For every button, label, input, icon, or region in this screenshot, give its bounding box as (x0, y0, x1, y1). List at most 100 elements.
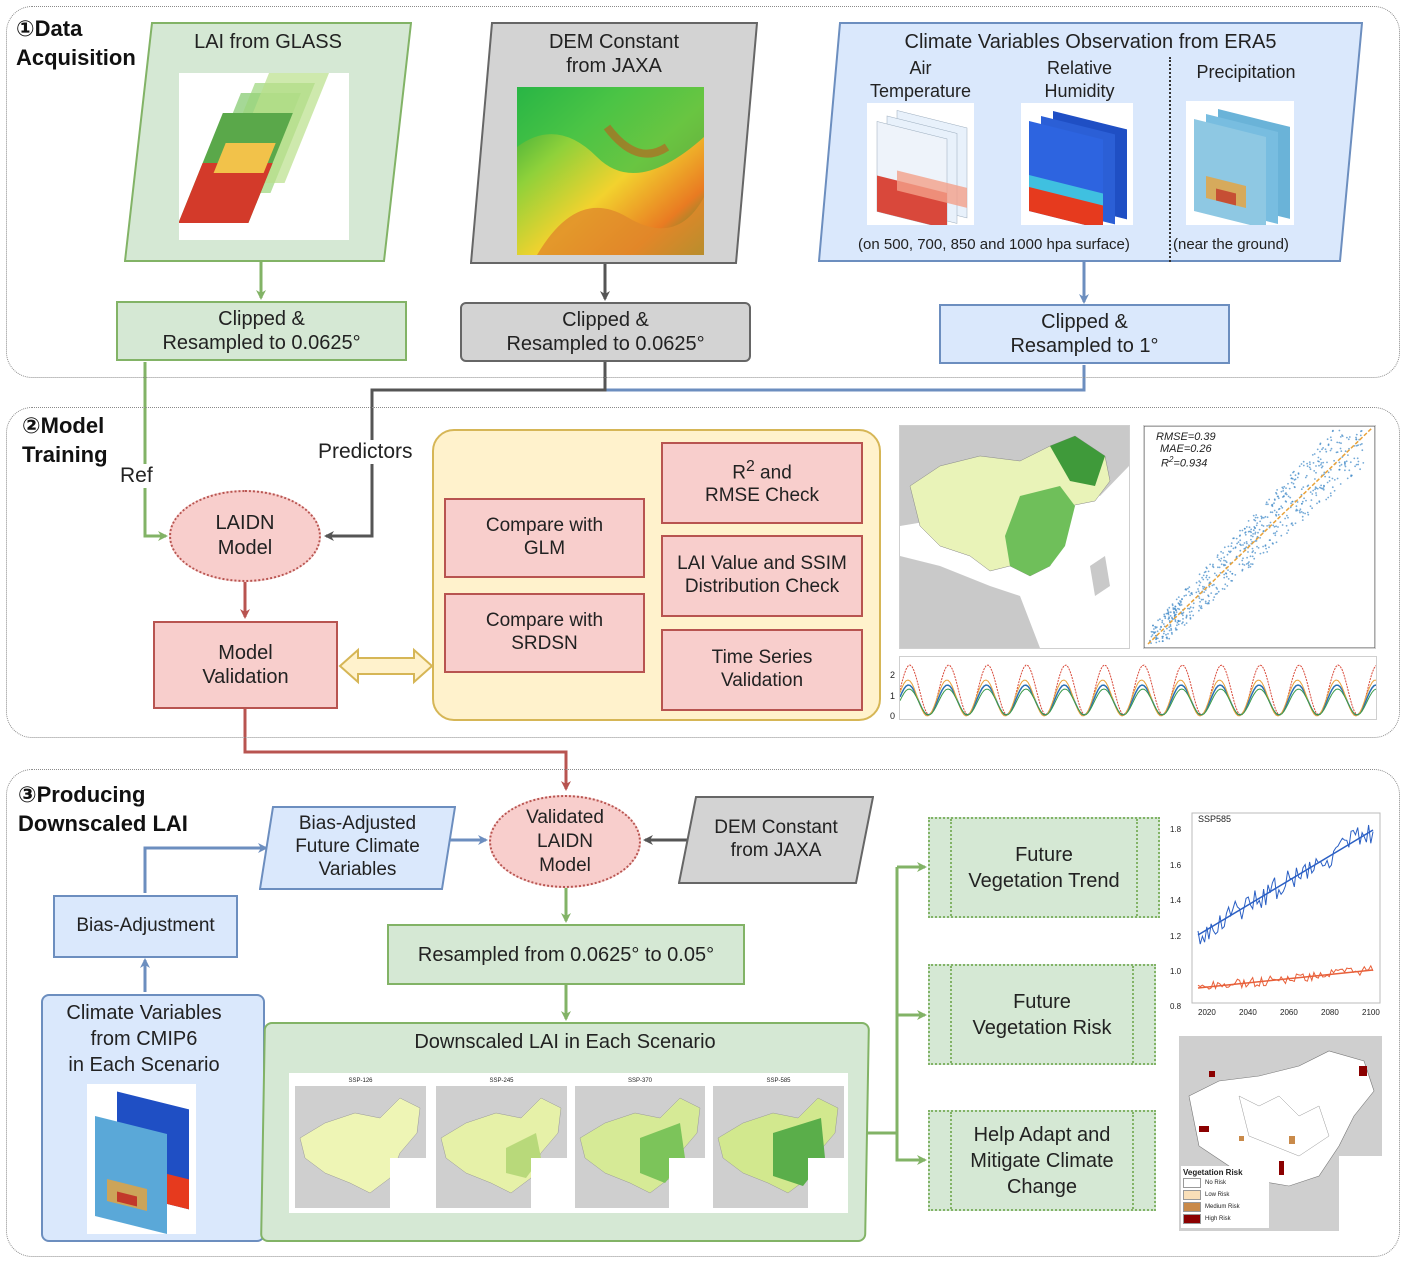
note-pressure: (on 500, 700, 850 and 1000 hpa surface) (858, 236, 1130, 253)
risk-legend-item: Medium Risk (1183, 1201, 1267, 1213)
air-temp-label: Air Temperature (869, 58, 972, 101)
r2-sup: 2 (745, 458, 755, 476)
scatter-r2-prefix: R (1161, 457, 1169, 470)
scatter-plot: RMSE=0.39 MAE=0.26 R2=0.934 (1143, 425, 1376, 649)
risk-legend-swatch (1183, 1202, 1201, 1212)
ssp-map-2: SSP-245 (436, 1078, 567, 1208)
clip-dem-box: Clipped & Resampled to 0.0625° (460, 302, 751, 362)
risk-legend-label: High Risk (1205, 1216, 1231, 1222)
air-temp-image (867, 103, 974, 230)
future-risk-box: Future Vegetation Risk (928, 964, 1156, 1065)
precip-image (1186, 101, 1294, 229)
glass-label: LAI from GLASS (194, 31, 342, 53)
risk-legend-swatch (1183, 1178, 1201, 1188)
bias-adjusted-node: Bias-Adjusted Future Climate Variables (259, 806, 456, 890)
trend-ytick-1: 1.6 (1170, 861, 1182, 870)
precip-label: Precipitation (1196, 62, 1296, 82)
clip-glass-box: Clipped & Resampled to 0.0625° (116, 301, 407, 361)
ssp-map-1-title: SSP-126 (348, 1078, 373, 1084)
predictors-label: Predictors (316, 440, 415, 464)
timeseries-plot: 2 (899, 656, 1377, 720)
trend-ytick-3: 1.2 (1170, 932, 1182, 941)
dem-future-label: DEM Constant from JAXA (714, 817, 838, 861)
risk-legend-label: No Risk (1205, 1180, 1227, 1186)
resampled-box: Resampled from 0.0625° to 0.05° (387, 924, 745, 985)
risk-legend-item: Low Risk (1183, 1189, 1267, 1201)
check-ssim: LAI Value and SSIM Distribution Check (661, 535, 863, 617)
adapt-mitigate-label: Help Adapt and Mitigate Climate Change (970, 1123, 1114, 1198)
check-timeseries: Time Series Validation (661, 629, 863, 711)
trend-chart: SSP585 1.8 1.6 1.4 1.2 1.0 0.8 2020 2040… (1168, 810, 1383, 1022)
future-risk-label: Future Vegetation Risk (972, 990, 1112, 1039)
risk-map-graphic (1188, 1050, 1382, 1231)
r2-text: R2 and RMSE Check (705, 458, 819, 508)
scatter-r2: R2=0.934 (1161, 455, 1207, 470)
box-divider (1136, 819, 1138, 916)
future-trend-label: Future Vegetation Trend (968, 843, 1120, 892)
risk-legend-swatch (1183, 1190, 1201, 1200)
line-era5-to-merge (605, 365, 1086, 392)
check-glm: Compare with GLM (444, 498, 645, 578)
arrow-validation-to-validated (243, 709, 571, 791)
section-title-training: ②Model Training (22, 413, 108, 467)
cmip6-label: Climate Variables from CMIP6 in Each Sce… (66, 1002, 222, 1076)
box-divider (950, 966, 952, 1063)
future-trend-box: Future Vegetation Trend (928, 817, 1160, 918)
arrow-ref (143, 362, 168, 541)
note-ground: (near the ground) (1173, 236, 1289, 253)
scatter-mae: MAE=0.26 (1160, 443, 1212, 455)
laidn-model-node: LAIDN Model (169, 490, 321, 582)
ssp-map-4: SSP-585 (713, 1078, 844, 1208)
box-divider (1132, 1112, 1134, 1209)
ssp-map-4-title: SSP-585 (766, 1078, 791, 1084)
ssp-map-3: SSP-370 (575, 1078, 705, 1208)
box-divider (950, 1112, 952, 1209)
validated-laidn-node: Validated LAIDN Model (489, 795, 641, 888)
bias-adjusted-label: Bias-Adjusted Future Climate Variables (295, 813, 420, 880)
ssp-map-3-title: SSP-370 (627, 1078, 652, 1084)
glass-lai-image (178, 73, 349, 240)
ssp-map-1-graphic (295, 1086, 426, 1208)
ssp-map-4-graphic (713, 1086, 844, 1208)
risk-legend-label: Medium Risk (1205, 1204, 1240, 1210)
model-validation-box: Model Validation (153, 621, 338, 709)
ref-label: Ref (118, 464, 155, 488)
trend-ytick-2: 1.4 (1170, 896, 1182, 905)
risk-legend-swatch (1183, 1214, 1201, 1224)
section-title-acquisition: ①Data Acquisition (16, 16, 136, 70)
trend-xtick-1: 2040 (1239, 1008, 1257, 1017)
trend-ytick-4: 1.0 (1170, 967, 1182, 976)
check-r2-rmse: R2 and RMSE Check (661, 442, 863, 524)
box-divider (1132, 966, 1134, 1063)
scatter-r2-sup: 2 (1168, 455, 1174, 464)
clip-era5-box: Clipped & Resampled to 1° (939, 304, 1230, 364)
adapt-mitigate-box: Help Adapt and Mitigate Climate Change (928, 1110, 1156, 1211)
trend-chart-graphic (1191, 812, 1381, 1004)
cmip6-stack-graphic (95, 1091, 189, 1234)
lai-stack-graphic (178, 73, 329, 223)
trend-chart-title: SSP585 (1198, 814, 1232, 824)
parallelogram-shape (678, 796, 874, 884)
dem-image (517, 87, 704, 255)
cmip6-image (87, 1084, 196, 1234)
section-title-producing: ③Producing Downscaled LAI (18, 782, 188, 836)
trend-xtick-3: 2080 (1321, 1008, 1339, 1017)
humidity-label: Relative Humidity (1044, 58, 1115, 101)
dem-future-node: DEM Constant from JAXA (678, 796, 874, 884)
scatter-r2-value: =0.934 (1173, 457, 1208, 470)
risk-legend-title: Vegetation Risk (1183, 1168, 1243, 1177)
parallelogram-shape (259, 806, 456, 890)
arrow-to-adapt (895, 1133, 927, 1165)
r2-prefix: R (732, 462, 746, 484)
risk-legend-label: Low Risk (1205, 1192, 1230, 1198)
trend-xtick-4: 2100 (1362, 1008, 1380, 1017)
arrow-bias-to-adjusted (143, 843, 268, 893)
humidity-image (1021, 103, 1133, 230)
trend-ytick-0: 1.8 (1170, 825, 1182, 834)
precip-stack-graphic (1194, 108, 1290, 229)
ts-tick-2: 2 (890, 670, 896, 680)
